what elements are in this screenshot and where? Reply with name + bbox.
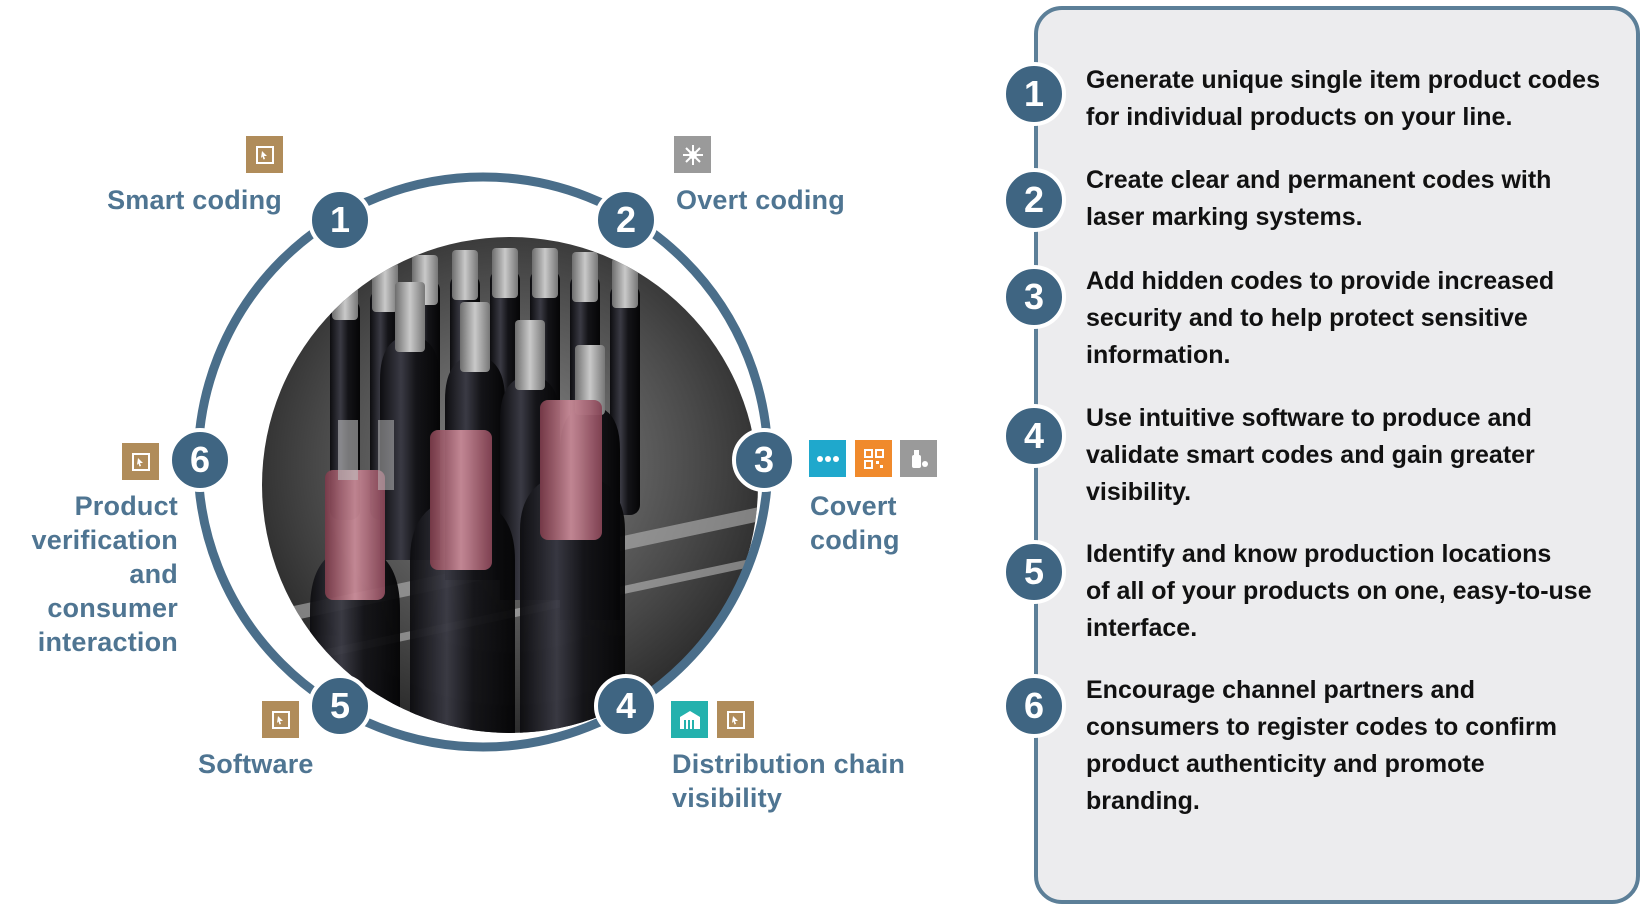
label-software: Software (198, 749, 314, 779)
step-line: interface. (1086, 614, 1198, 642)
step-line: consumers to register codes to confirm (1086, 713, 1557, 741)
step-number-5: 5 (1002, 540, 1066, 604)
step-line: security and to help protect sensitive (1086, 304, 1528, 332)
step-line: Identify and know production locations (1086, 540, 1552, 568)
step-line: Add hidden codes to provide increased (1086, 267, 1555, 295)
step-line: Create clear and permanent codes with (1086, 166, 1552, 194)
step-line: visibility. (1086, 478, 1192, 506)
step-number-3: 3 (1002, 265, 1066, 329)
step-line: Generate unique single item product code… (1086, 66, 1600, 94)
step-line: validate smart codes and gain greater (1086, 441, 1535, 469)
step-line: for individual products on your line. (1086, 103, 1513, 131)
step-line: laser marking systems. (1086, 203, 1363, 231)
step-3-text: Add hidden codes to provide increased se… (1086, 263, 1606, 374)
node-number: 1 (329, 199, 351, 240)
node-number: 6 (189, 439, 211, 480)
node-5: 5 (308, 674, 372, 738)
step-line: product authenticity and promote (1086, 750, 1485, 778)
steps-panel (1034, 6, 1640, 904)
step-2-text: Create clear and permanent codes with la… (1086, 162, 1606, 236)
label-line: Distribution chain (672, 749, 906, 779)
label-line: visibility (672, 783, 783, 813)
step-number-1: 1 (1002, 62, 1066, 126)
laser-icon (674, 136, 711, 173)
node-2: 2 (594, 188, 658, 252)
step-number-6: 6 (1002, 674, 1066, 738)
node-1: 1 (308, 188, 372, 252)
node-6: 6 (168, 428, 232, 492)
label-distribution-chain: Distribution chain visibility (672, 747, 972, 815)
step-6-text: Encourage channel partners and consumers… (1086, 672, 1606, 820)
qr-code-icon (855, 440, 892, 477)
node-number: 5 (329, 685, 351, 726)
label-line: and consumer (47, 559, 178, 623)
smart-code-icon (122, 443, 159, 480)
label-line: verification (31, 525, 178, 555)
step-number: 6 (1023, 685, 1045, 726)
smart-code-icon (246, 136, 283, 173)
smart-code-icon (717, 701, 754, 738)
label-line: interaction (37, 627, 178, 657)
label-product-verification: Product verification and consumer intera… (0, 489, 178, 659)
label-line: Product (74, 491, 178, 521)
node-3: 3 (732, 428, 796, 492)
step-number: 2 (1023, 179, 1045, 220)
step-number-4: 4 (1002, 404, 1066, 468)
step-line: Use intuitive software to produce and (1086, 404, 1532, 432)
node-4: 4 (594, 674, 658, 738)
step-number: 3 (1023, 276, 1045, 317)
label-smart-coding: Smart coding (107, 185, 282, 215)
label-covert-coding: Covert coding (810, 489, 970, 557)
dots-code-icon (809, 440, 846, 477)
step-4-text: Use intuitive software to produce and va… (1086, 400, 1606, 511)
label-overt-coding: Overt coding (676, 185, 845, 215)
smart-code-icon (262, 701, 299, 738)
step-number: 1 (1023, 73, 1045, 114)
step-1-text: Generate unique single item product code… (1086, 62, 1606, 136)
step-line: branding. (1086, 787, 1200, 815)
node-number: 4 (615, 685, 637, 726)
step-line: information. (1086, 341, 1231, 369)
warehouse-icon (671, 701, 708, 738)
node-number: 2 (615, 199, 637, 240)
node-number: 3 (753, 439, 775, 480)
label-line: coding (810, 525, 900, 555)
bottle-icon (900, 440, 937, 477)
step-number-2: 2 (1002, 168, 1066, 232)
label-line: Covert (810, 491, 897, 521)
step-number: 5 (1023, 551, 1045, 592)
step-number: 4 (1023, 415, 1045, 456)
step-line: of all of your products on one, easy-to-… (1086, 577, 1592, 605)
step-5-text: Identify and know production locations o… (1086, 536, 1606, 647)
wine-bottles-photo (262, 237, 758, 733)
step-line: Encourage channel partners and (1086, 676, 1475, 704)
